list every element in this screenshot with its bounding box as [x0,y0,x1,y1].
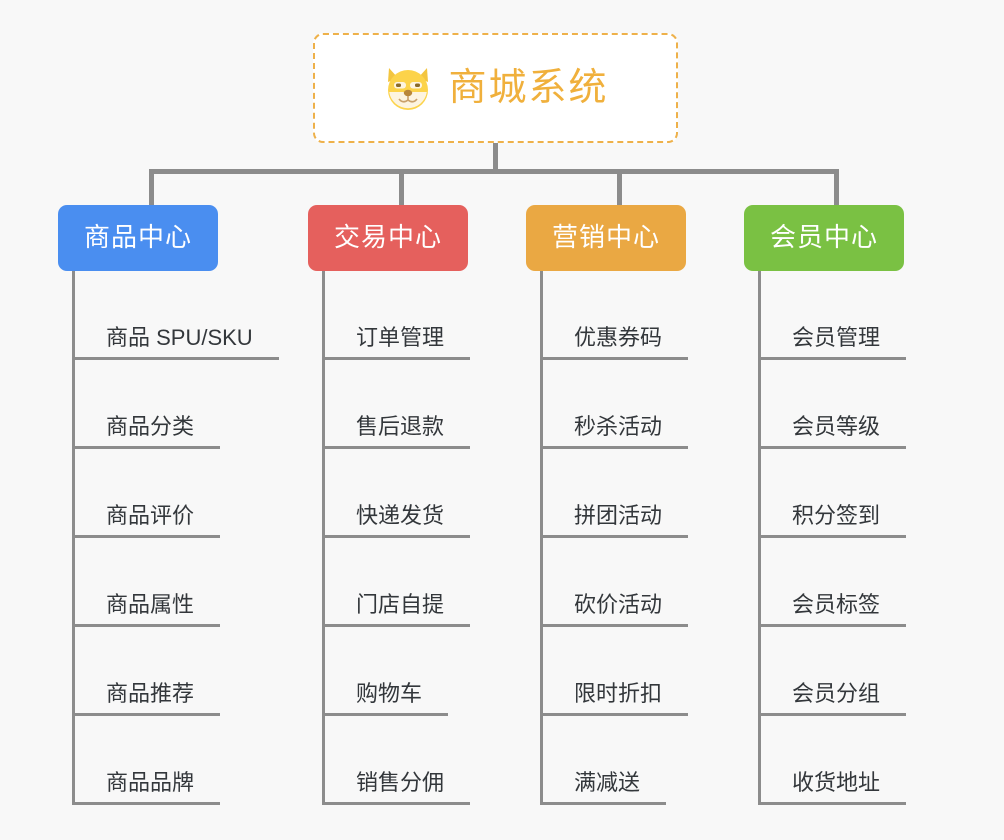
branch-leaf-list-3: 优惠券码秒杀活动拼团活动砍价活动限时折扣满减送 [526,271,744,805]
branch-column-4: 会员中心 会员管理会员等级积分签到会员标签会员分组收货地址 [744,205,962,805]
leaf-item[interactable]: 快递发货 [308,449,526,538]
leaf-item-label: 商品品牌 [72,770,221,805]
leaf-item[interactable]: 订单管理 [308,271,526,360]
leaf-item-label: 拼团活动 [540,503,689,538]
leaf-item-label: 会员标签 [758,592,907,627]
leaf-item[interactable]: 秒杀活动 [526,360,744,449]
connector-drop-1 [149,169,154,205]
leaf-item[interactable]: 收货地址 [744,716,962,805]
leaf-item[interactable]: 拼团活动 [526,449,744,538]
branch-header-2[interactable]: 交易中心 [308,205,469,271]
leaf-item[interactable]: 售后退款 [308,360,526,449]
leaf-item[interactable]: 限时折扣 [526,627,744,716]
leaf-item-label: 门店自提 [322,592,471,627]
leaf-item-label: 商品 SPU/SKU [72,325,279,360]
leaf-item-label: 满减送 [540,770,667,805]
branch-header-1[interactable]: 商品中心 [58,205,219,271]
leaf-item-label: 积分签到 [758,503,907,538]
root-title: 商城系统 [448,67,609,109]
leaf-item[interactable]: 购物车 [308,627,526,716]
leaf-item-label: 商品评价 [72,503,221,538]
branch-leaf-list-2: 订单管理售后退款快递发货门店自提购物车销售分佣 [308,271,526,805]
leaf-item-label: 收货地址 [758,770,907,805]
leaf-item-label: 商品属性 [72,592,221,627]
leaf-item[interactable]: 会员分组 [744,627,962,716]
leaf-item[interactable]: 会员标签 [744,538,962,627]
connector-drop-4 [834,169,839,205]
leaf-item-label: 会员管理 [758,325,907,360]
branch-column-3: 营销中心 优惠券码秒杀活动拼团活动砍价活动限时折扣满减送 [526,205,744,805]
leaf-item[interactable]: 商品属性 [58,538,308,627]
leaf-item[interactable]: 会员等级 [744,360,962,449]
root-node[interactable]: 商城系统 [313,33,678,143]
leaf-item[interactable]: 满减送 [526,716,744,805]
leaf-item-label: 限时折扣 [540,681,689,716]
leaf-item[interactable]: 优惠券码 [526,271,744,360]
branch-header-4[interactable]: 会员中心 [744,205,905,271]
leaf-item-label: 会员分组 [758,681,907,716]
leaf-item-label: 优惠券码 [540,325,689,360]
branch-leaf-list-1: 商品 SPU/SKU 商品分类商品评价商品属性商品推荐商品品牌 [58,271,308,805]
connector-drop-3 [617,169,622,205]
leaf-item[interactable]: 商品推荐 [58,627,308,716]
leaf-item[interactable]: 会员管理 [744,271,962,360]
connector-root-stem [493,143,498,172]
leaf-item-label: 快递发货 [322,503,471,538]
leaf-item[interactable]: 砍价活动 [526,538,744,627]
connector-horizontal-bar [149,169,839,174]
leaf-item[interactable]: 商品分类 [58,360,308,449]
leaf-item[interactable]: 销售分佣 [308,716,526,805]
leaf-item-label: 销售分佣 [322,770,471,805]
leaf-item-label: 商品分类 [72,414,221,449]
leaf-item-label: 会员等级 [758,414,907,449]
branch-header-3[interactable]: 营销中心 [526,205,687,271]
branch-column-2: 交易中心 订单管理售后退款快递发货门店自提购物车销售分佣 [308,205,526,805]
shiba-dog-face-icon [382,62,434,114]
leaf-item[interactable]: 积分签到 [744,449,962,538]
leaf-item[interactable]: 商品 SPU/SKU [58,271,308,360]
leaf-item-label: 商品推荐 [72,681,221,716]
leaf-item[interactable]: 商品评价 [58,449,308,538]
connector-drop-2 [399,169,404,205]
leaf-item[interactable]: 商品品牌 [58,716,308,805]
leaf-item-label: 秒杀活动 [540,414,689,449]
leaf-item-label: 购物车 [322,681,449,716]
leaf-item-label: 订单管理 [322,325,471,360]
branch-leaf-list-4: 会员管理会员等级积分签到会员标签会员分组收货地址 [744,271,962,805]
leaf-item-label: 砍价活动 [540,592,689,627]
branch-column-1: 商品中心 商品 SPU/SKU 商品分类商品评价商品属性商品推荐商品品牌 [58,205,308,805]
leaf-item-label: 售后退款 [322,414,471,449]
leaf-item[interactable]: 门店自提 [308,538,526,627]
